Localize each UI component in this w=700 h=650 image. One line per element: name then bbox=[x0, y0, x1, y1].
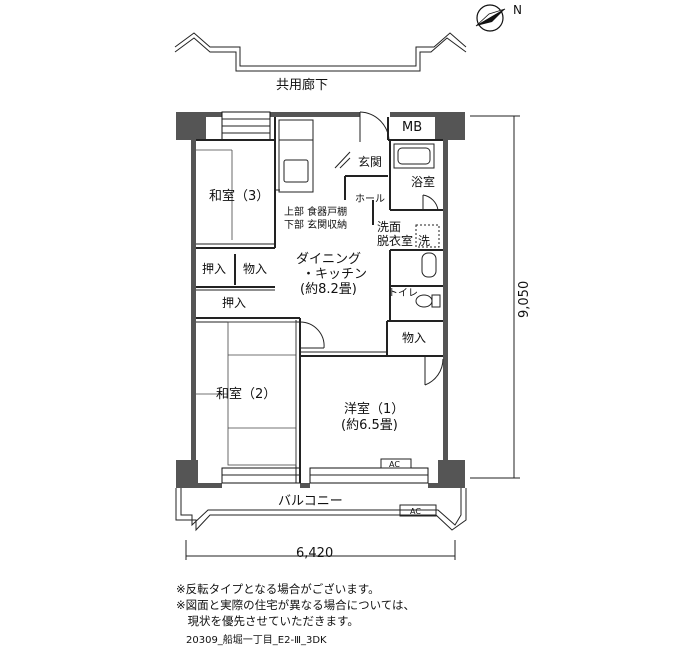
washer-label: 洗 bbox=[418, 234, 430, 248]
entrance-label: 玄関 bbox=[358, 154, 382, 169]
storage-right-label: 物入 bbox=[402, 331, 426, 345]
corridor-label: 共用廊下 bbox=[276, 77, 328, 93]
corridor-outline bbox=[174, 32, 467, 72]
ac-units bbox=[380, 458, 437, 517]
dining-kitchen-label-1: ダイニング bbox=[296, 252, 361, 267]
bath-label: 浴室 bbox=[411, 174, 435, 189]
closet-b-label: 物入 bbox=[243, 262, 267, 276]
compass-icon bbox=[475, 4, 506, 32]
footer-code: 20309_船堀一丁目_E2-Ⅲ_3DK bbox=[186, 635, 327, 646]
window-balcony bbox=[221, 467, 429, 484]
outer-walls bbox=[176, 112, 465, 488]
note-line-1: ※反転タイプとなる場合がございます。 bbox=[176, 582, 380, 596]
bathroom-fixtures bbox=[393, 143, 441, 308]
japanese-room-2-label: 和室（2） bbox=[216, 386, 276, 402]
dining-kitchen-label-3: (約8.2畳) bbox=[300, 282, 357, 297]
ac-room-label: AC bbox=[389, 460, 400, 469]
interior-walls bbox=[196, 117, 443, 483]
door-swings bbox=[299, 111, 444, 386]
window-top bbox=[221, 111, 271, 141]
balcony-outline bbox=[175, 488, 467, 532]
sliding-doors bbox=[196, 189, 387, 483]
toilet-label: トイレ bbox=[388, 288, 418, 299]
note-line-3: 現状を優先させていただきます。 bbox=[176, 614, 359, 628]
depth-dimension-label: 9,050 bbox=[517, 281, 532, 318]
mb-label: MB bbox=[402, 120, 422, 135]
kitchen-counter bbox=[278, 119, 351, 193]
washroom-label-2: 脱衣室 bbox=[377, 233, 413, 248]
closet-c-label: 押入 bbox=[222, 296, 246, 310]
balcony-label: バルコニー bbox=[278, 494, 343, 509]
note-line-2: ※図面と実際の住宅が異なる場合については、 bbox=[176, 598, 416, 612]
ac-balcony-label: AC bbox=[410, 507, 421, 516]
dimension-lines bbox=[185, 115, 520, 560]
storage-upper-label: 上部 食器戸棚 bbox=[284, 205, 347, 218]
compass-north-label: N bbox=[513, 3, 522, 17]
tatami-lines bbox=[196, 149, 297, 466]
western-room-1-size: (約6.5畳) bbox=[341, 418, 398, 433]
hall-label: ホール bbox=[355, 193, 385, 205]
dining-kitchen-label-2: ・キッチン bbox=[302, 267, 367, 282]
width-dimension-label: 6,420 bbox=[296, 546, 333, 561]
japanese-room-3-label: 和室（3） bbox=[209, 188, 269, 204]
western-room-1-label: 洋室（1） bbox=[344, 401, 404, 417]
storage-lower-label: 下部 玄関収納 bbox=[284, 218, 347, 231]
washroom-label-1: 洗面 bbox=[377, 220, 401, 234]
closet-a-label: 押入 bbox=[202, 262, 226, 276]
